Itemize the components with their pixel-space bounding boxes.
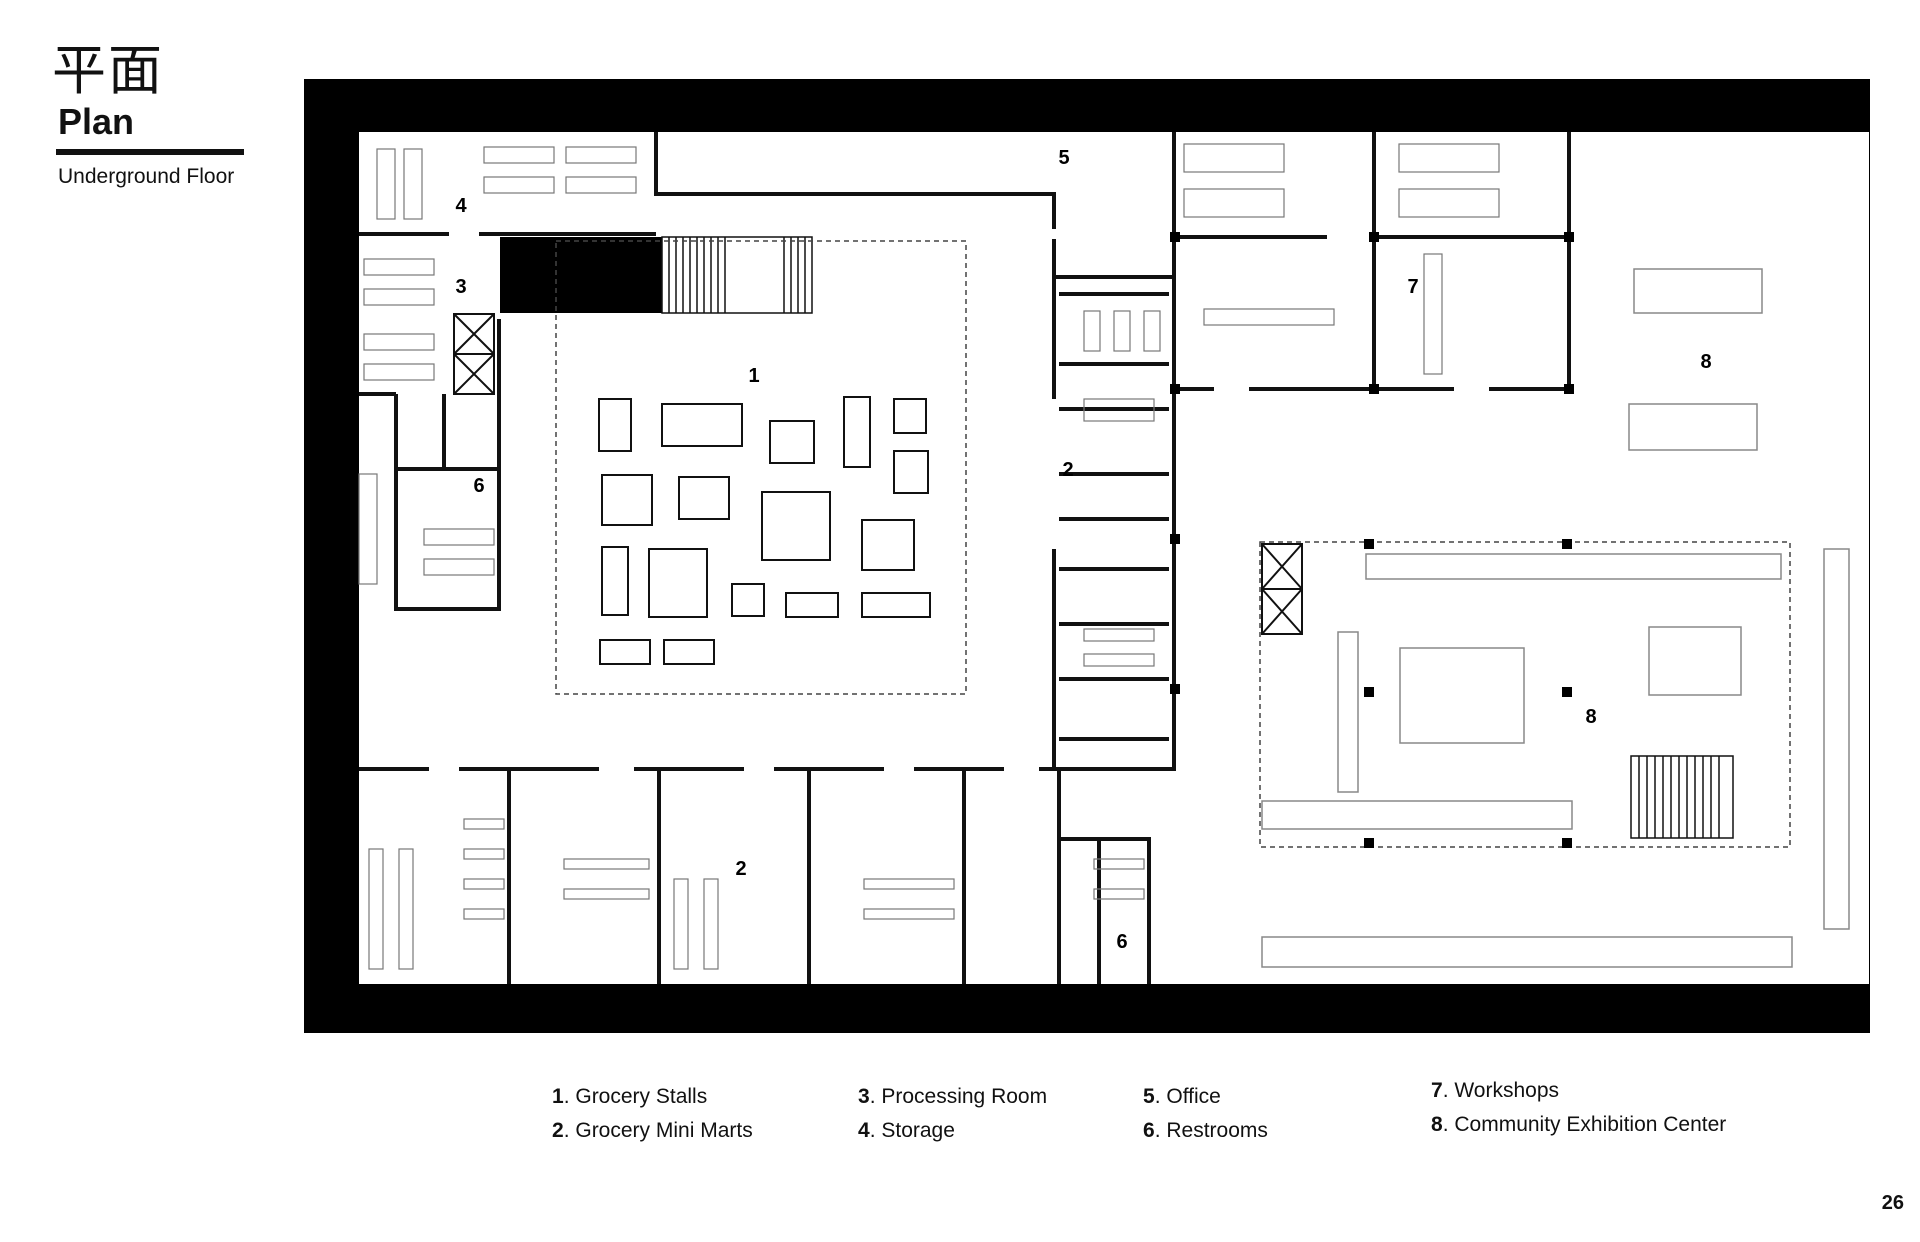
legend-number: 7: [1431, 1079, 1443, 1102]
legend-item-grocery-stalls: 1. Grocery Stalls: [552, 1086, 707, 1107]
legend-label: . Workshops: [1442, 1079, 1560, 1102]
grocery-stall-units: [598, 396, 931, 665]
stair-top: [661, 236, 813, 314]
legend-item-restrooms: 6. Restrooms: [1143, 1120, 1268, 1141]
legend-number: 5: [1143, 1085, 1155, 1108]
interior-walls: [359, 132, 1574, 984]
legend-number: 3: [858, 1085, 870, 1108]
legend-number: 4: [858, 1119, 870, 1142]
plan-label-exhibition-south: 8: [1585, 706, 1596, 728]
legend-number: 2: [552, 1119, 564, 1142]
legend-label: . Community Exhibition Center: [1442, 1113, 1727, 1136]
stair-exhibition: [1630, 755, 1734, 839]
legend-label: . Storage: [869, 1119, 955, 1142]
legend-number: 6: [1143, 1119, 1155, 1142]
plan-label-exhibition-north: 8: [1700, 351, 1711, 373]
legend-item-grocery-mini-marts: 2. Grocery Mini Marts: [552, 1120, 753, 1141]
legend-label: . Restrooms: [1154, 1119, 1268, 1142]
core-block: [500, 237, 662, 313]
legend-item-processing-room: 3. Processing Room: [858, 1086, 1047, 1107]
legend-label: . Processing Room: [869, 1085, 1048, 1108]
legend-item-workshops: 7. Workshops: [1431, 1080, 1559, 1101]
floor-plan: 1 2 2 3 4 5 6 6 7 8 8: [304, 79, 1870, 1033]
legend-item-storage: 4. Storage: [858, 1120, 955, 1141]
legend-number: 1: [552, 1085, 564, 1108]
elevators: [453, 313, 1303, 635]
legend-label: . Grocery Mini Marts: [563, 1119, 753, 1142]
legend-label: . Office: [1154, 1085, 1221, 1108]
plan-label-mini-mart-south: 2: [735, 858, 746, 880]
page-title: Plan: [58, 101, 135, 142]
plan-label-restrooms-west: 6: [473, 475, 484, 497]
page-title-chinese: 平面: [52, 39, 164, 102]
plan-label-restrooms-south: 6: [1116, 931, 1127, 953]
legend-item-office: 5. Office: [1143, 1086, 1221, 1107]
plan-label-processing-room: 3: [455, 276, 466, 298]
exhibition-zone: [1259, 541, 1791, 848]
page-subtitle: Underground Floor: [58, 165, 235, 188]
legend-label: . Grocery Stalls: [563, 1085, 708, 1108]
room-furniture: [358, 143, 1500, 970]
exhibition-furniture: [1261, 268, 1850, 968]
plan-label-mini-mart-east: 2: [1062, 459, 1073, 481]
plan-label-workshops: 7: [1407, 276, 1418, 298]
page-number: 26: [1881, 1192, 1904, 1214]
plan-label-grocery-stalls: 1: [748, 365, 759, 387]
legend-item-exhibition-center: 8. Community Exhibition Center: [1431, 1114, 1726, 1135]
structural-columns: [1170, 232, 1574, 848]
legend-number: 8: [1431, 1113, 1443, 1136]
plan-label-office: 5: [1058, 147, 1069, 169]
plan-label-storage: 4: [455, 195, 467, 217]
title-divider: [56, 149, 244, 155]
